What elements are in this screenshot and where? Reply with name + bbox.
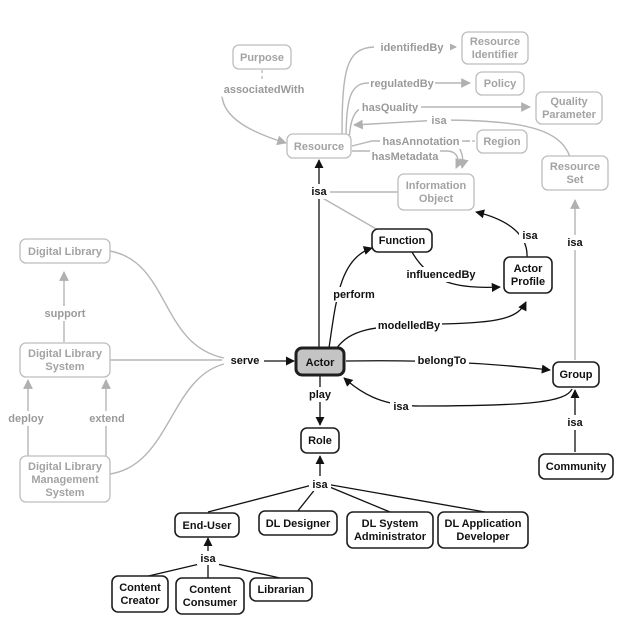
label-support: support: [45, 308, 86, 320]
svg-text:Set: Set: [566, 174, 583, 186]
svg-text:Actor: Actor: [306, 357, 335, 369]
node-actor[interactable]: Actor: [294, 346, 346, 377]
svg-text:DL Application: DL Application: [445, 518, 522, 530]
svg-text:Information: Information: [406, 180, 467, 192]
node-function[interactable]: Function: [371, 228, 433, 253]
edge-regulatedby: [345, 78, 471, 141]
label-hasquality: hasQuality: [362, 102, 419, 114]
node-dl-application-developer[interactable]: DL Application Developer: [437, 511, 529, 549]
edge-isa-actorprofile-infoobject: [475, 209, 528, 258]
label-isa-actor-resource: isa: [311, 186, 327, 198]
node-librarian[interactable]: Librarian: [249, 577, 313, 602]
edge-hasmetadata: [352, 150, 465, 169]
svg-text:Creator: Creator: [120, 595, 160, 607]
svg-text:Resource: Resource: [550, 161, 600, 173]
node-region[interactable]: Region: [476, 129, 528, 154]
label-isa-actorprofile: isa: [522, 230, 538, 242]
label-serve: serve: [231, 355, 260, 367]
svg-text:Consumer: Consumer: [183, 597, 238, 609]
label-deploy: deploy: [8, 413, 44, 425]
edge-serve-dl: [109, 250, 225, 359]
label-modelledby: modelledBy: [378, 320, 441, 332]
svg-text:Resource: Resource: [470, 36, 520, 48]
svg-text:Region: Region: [483, 136, 521, 148]
label-isa-group-actor: isa: [393, 401, 409, 413]
svg-text:System: System: [45, 487, 84, 499]
node-group[interactable]: Group: [552, 361, 600, 388]
svg-text:Librarian: Librarian: [257, 584, 304, 596]
edge-isa-resourceset-resource: [353, 119, 571, 158]
svg-text:Content: Content: [189, 584, 231, 596]
svg-text:Community: Community: [546, 461, 607, 473]
label-associatedwith: associatedWith: [224, 84, 305, 96]
svg-text:Function: Function: [379, 235, 426, 247]
svg-text:Identifier: Identifier: [472, 49, 519, 61]
edge-perform: [328, 246, 373, 349]
svg-text:DL System: DL System: [362, 518, 419, 530]
node-digital-library-management-system[interactable]: Digital Library Management System: [19, 455, 111, 503]
label-extend: extend: [89, 413, 124, 425]
label-hasannotation: hasAnnotation: [383, 136, 460, 148]
edge-isa-group-actor: [343, 377, 573, 407]
node-resource-set[interactable]: Resource Set: [541, 155, 609, 191]
label-hasmetadata: hasMetadata: [372, 151, 440, 163]
node-quality-parameter[interactable]: Quality Parameter: [535, 91, 603, 125]
svg-text:End-User: End-User: [183, 520, 233, 532]
node-purpose[interactable]: Purpose: [232, 44, 292, 70]
svg-text:Policy: Policy: [484, 78, 517, 90]
svg-text:Role: Role: [308, 435, 332, 447]
node-information-object[interactable]: Information Object: [397, 173, 475, 211]
label-belongto: belongTo: [418, 355, 467, 367]
edge-influencedby: [411, 251, 501, 292]
svg-text:System: System: [45, 361, 84, 373]
svg-text:Developer: Developer: [456, 531, 510, 543]
svg-text:Digital Library: Digital Library: [28, 246, 103, 258]
node-actor-profile[interactable]: Actor Profile: [503, 256, 553, 294]
svg-text:Digital Library: Digital Library: [28, 348, 103, 360]
svg-text:Group: Group: [560, 369, 593, 381]
node-digital-library[interactable]: Digital Library: [19, 238, 111, 264]
node-content-consumer[interactable]: Content Consumer: [175, 577, 245, 615]
node-digital-library-system[interactable]: Digital Library System: [19, 342, 111, 378]
svg-text:Administrator: Administrator: [354, 531, 427, 543]
svg-text:Profile: Profile: [511, 276, 545, 288]
label-perform: perform: [333, 289, 375, 301]
svg-text:Purpose: Purpose: [240, 52, 284, 64]
edge-identifiedby: [341, 42, 457, 139]
svg-text:Resource: Resource: [294, 141, 344, 153]
grey-edges: [23, 42, 580, 475]
node-end-user[interactable]: End-User: [174, 512, 240, 538]
svg-text:Management: Management: [31, 474, 99, 486]
label-isa-group-resourceset: isa: [567, 237, 583, 249]
svg-text:Actor: Actor: [514, 263, 543, 275]
node-dl-system-administrator[interactable]: DL System Administrator: [346, 511, 434, 549]
label-isa-community-group: isa: [567, 417, 583, 429]
edge-serve-dlms: [109, 363, 225, 475]
edge-labels: associatedWith identifiedBy regulatedBy …: [6, 40, 586, 565]
label-isa-resourceset: isa: [431, 115, 447, 127]
svg-text:Parameter: Parameter: [542, 109, 597, 121]
label-isa-endusers: isa: [200, 553, 216, 565]
node-resource-identifier[interactable]: Resource Identifier: [461, 31, 529, 65]
label-regulatedby: regulatedBy: [370, 78, 434, 90]
svg-text:Object: Object: [419, 193, 454, 205]
node-policy[interactable]: Policy: [475, 71, 525, 96]
label-play: play: [309, 389, 332, 401]
svg-text:Quality: Quality: [550, 96, 588, 108]
node-content-creator[interactable]: Content Creator: [111, 575, 169, 613]
label-isa-roles: isa: [312, 479, 328, 491]
label-identifiedby: identifiedBy: [381, 42, 445, 54]
label-influencedby: influencedBy: [406, 269, 476, 281]
svg-text:Digital Library: Digital Library: [28, 461, 103, 473]
edge-associatedwith-resource: [221, 95, 287, 146]
node-dl-designer[interactable]: DL Designer: [258, 510, 338, 536]
svg-text:Content: Content: [119, 582, 161, 594]
edge-function-isa: [318, 195, 379, 231]
node-role[interactable]: Role: [300, 427, 340, 454]
svg-text:DL Designer: DL Designer: [266, 518, 331, 530]
node-community[interactable]: Community: [538, 453, 614, 480]
node-resource[interactable]: Resource: [286, 133, 352, 159]
